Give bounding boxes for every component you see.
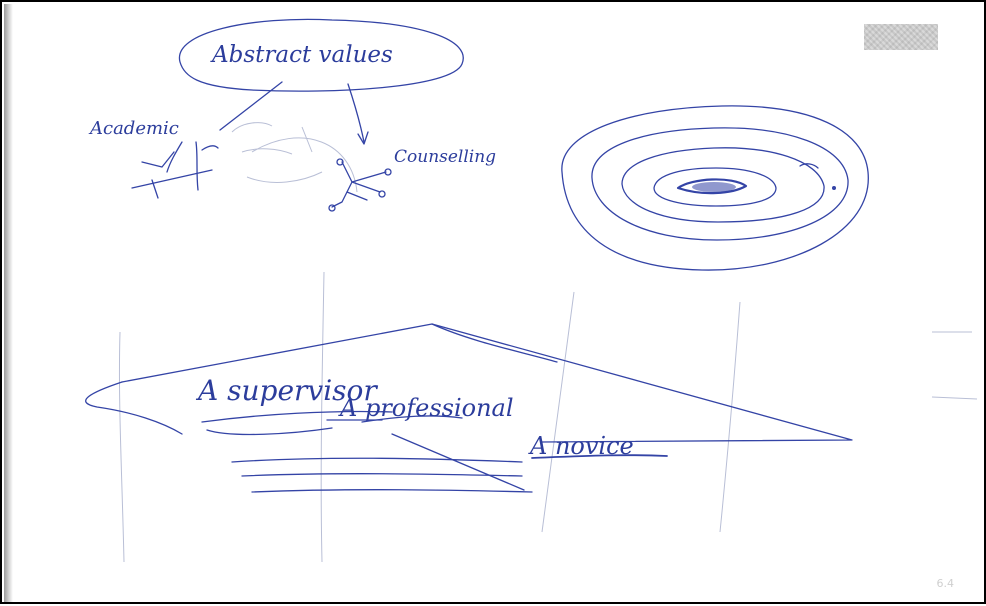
counselling-label: Counselling	[394, 147, 496, 167]
layered-plane-sketch: A supervisor A professional A novice	[86, 324, 852, 492]
professional-label: A professional	[338, 394, 514, 422]
faint-guide-lines	[119, 138, 977, 562]
concentric-rings	[562, 106, 868, 270]
abstract-values-node: Abstract values	[179, 19, 463, 144]
academic-label: Academic	[88, 118, 179, 139]
faint-central-marks	[232, 123, 322, 183]
abstract-values-label: Abstract values	[210, 42, 393, 68]
academic-diagram: Academic	[88, 118, 218, 198]
page-number: 6.4	[937, 577, 955, 590]
ring-center-fill	[692, 182, 736, 192]
